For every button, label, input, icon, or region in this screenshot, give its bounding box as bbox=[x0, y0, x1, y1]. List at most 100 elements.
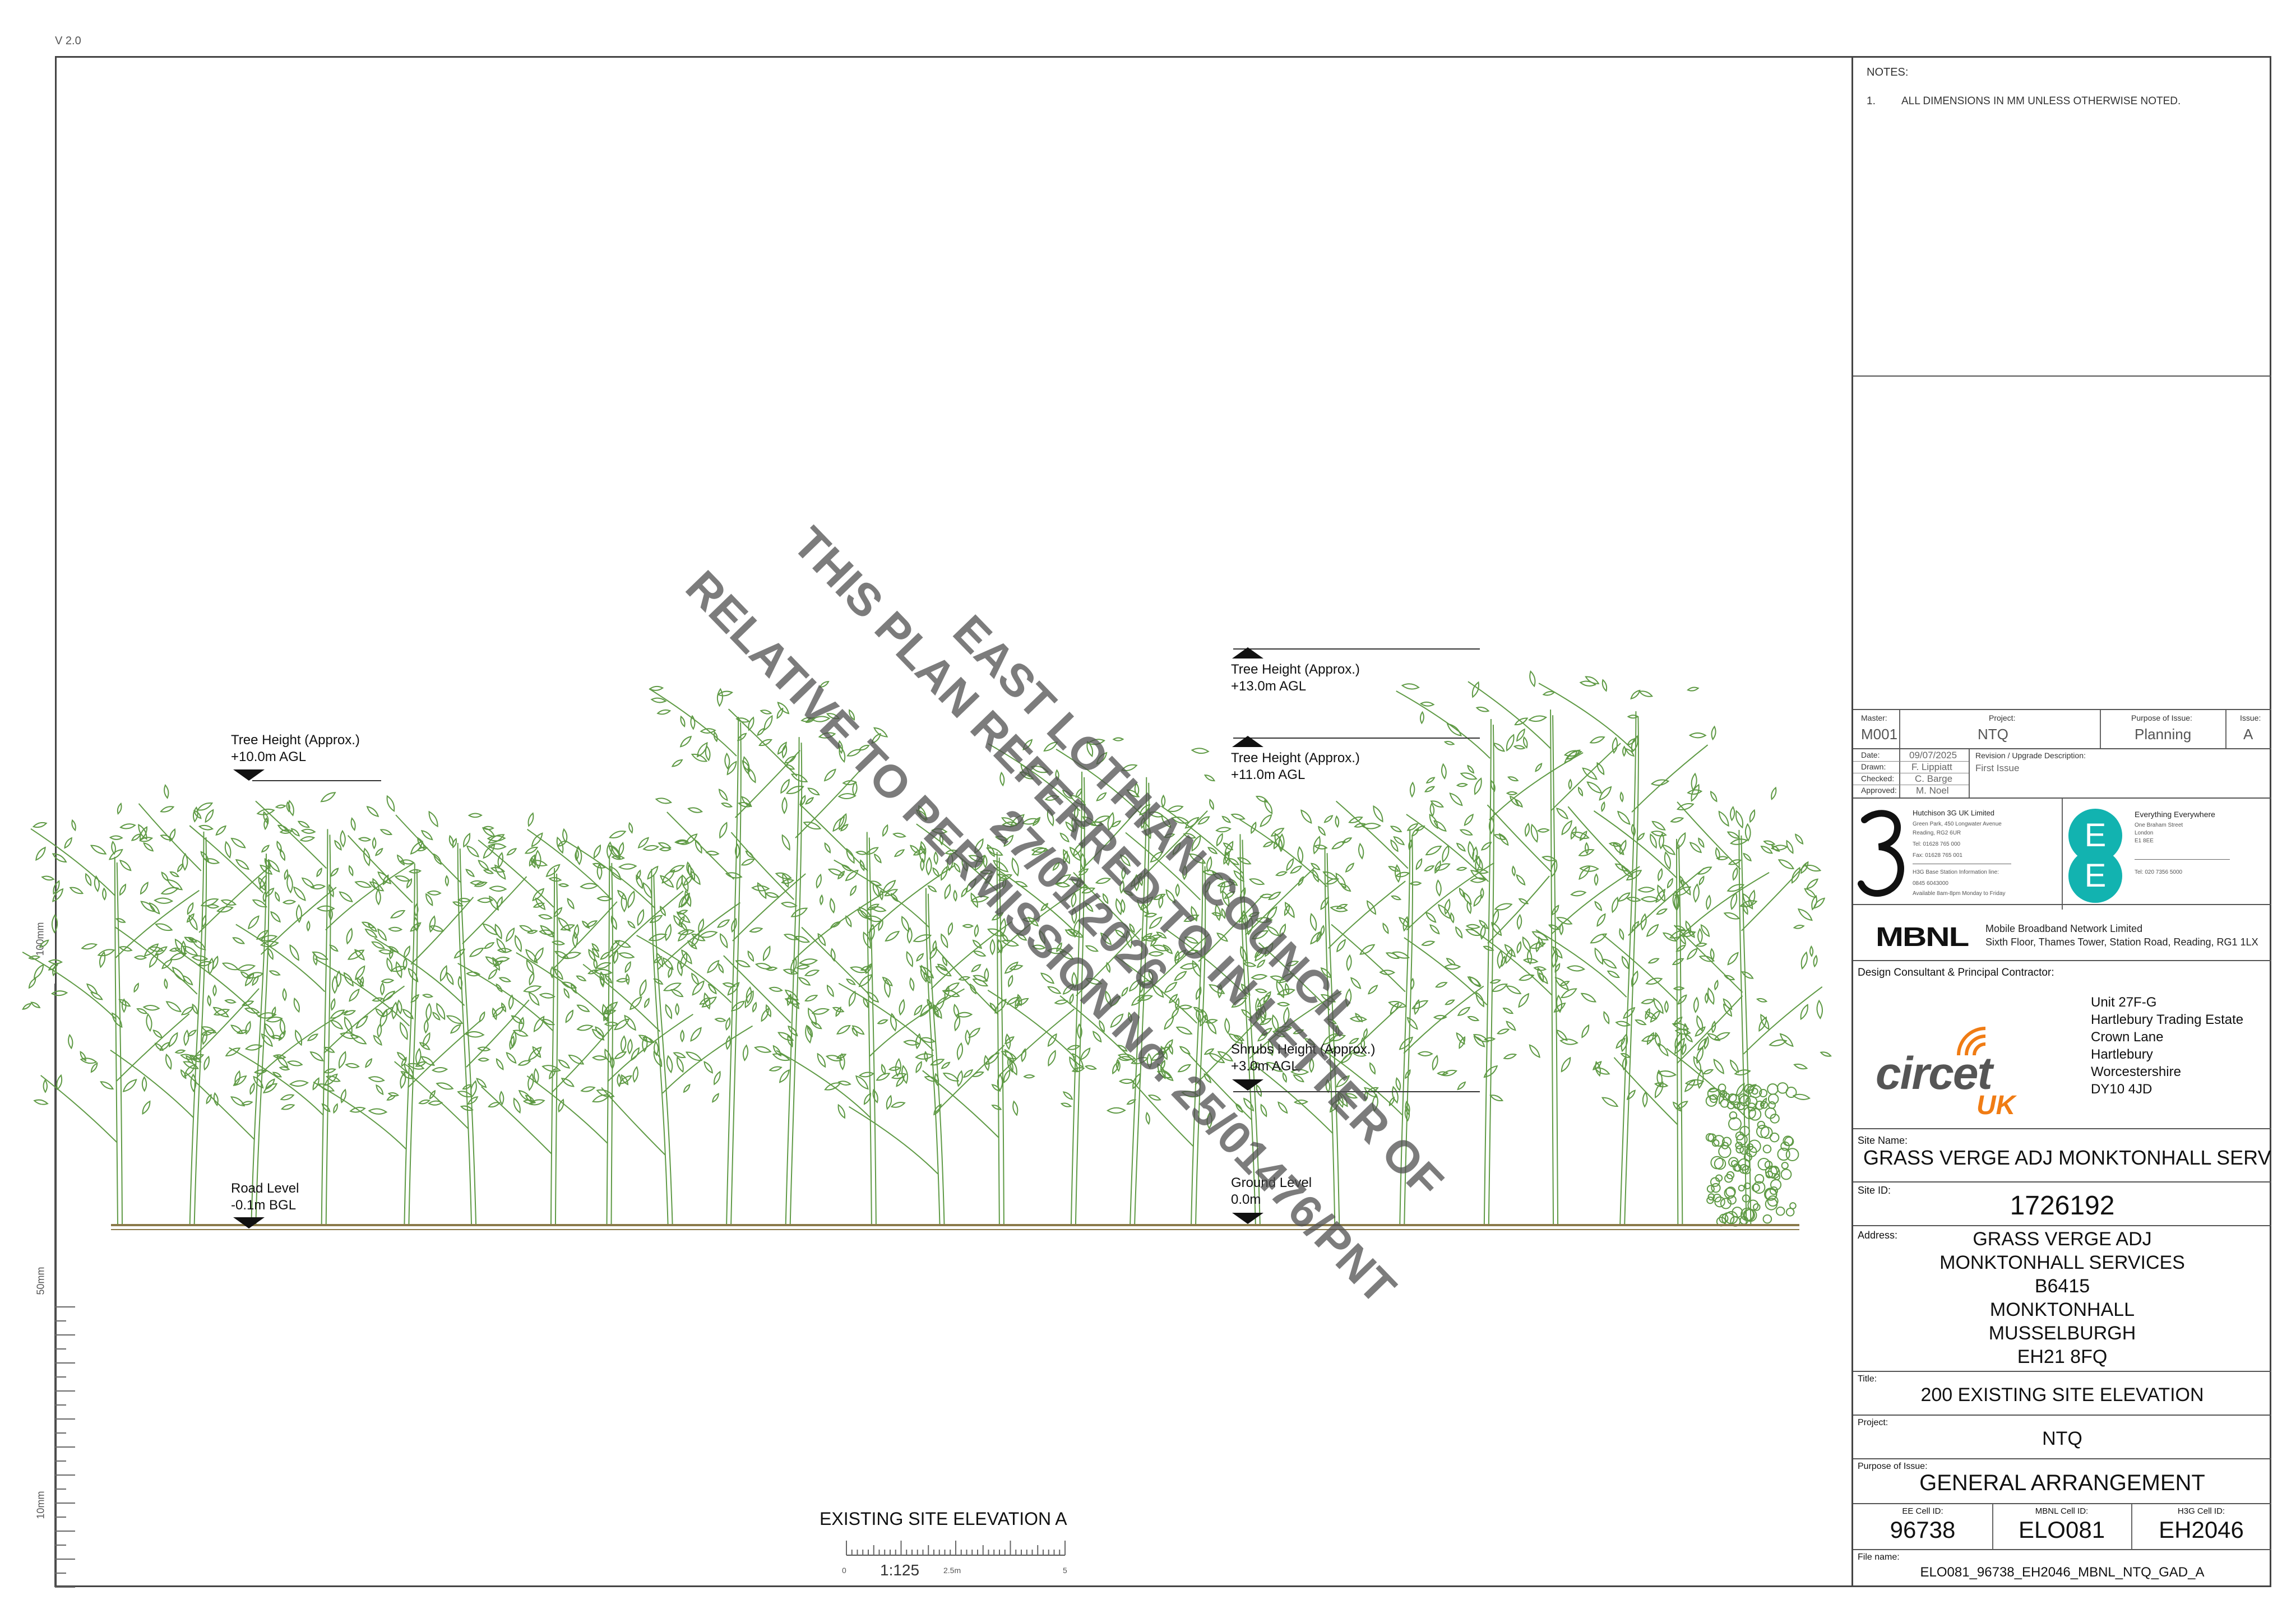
ee-address-1: One Braham Street bbox=[2135, 822, 2183, 828]
file-name-row: File name: ELO081_96738_EH2046_MBNL_NTQ_… bbox=[1853, 1549, 2271, 1587]
ee-name: Everything Everywhere bbox=[2135, 810, 2215, 819]
address-lines: GRASS VERGE ADJ MONKTONHALL SERVICES B64… bbox=[1939, 1228, 2185, 1367]
purpose-value: Planning bbox=[2135, 726, 2192, 743]
ground-level-marker bbox=[1232, 1213, 1263, 1224]
three-logo-icon bbox=[1858, 810, 1904, 897]
ee-cell-value: 96738 bbox=[1890, 1517, 1956, 1543]
date-value: 09/07/2025 bbox=[1909, 750, 1957, 761]
issue-label: Issue: bbox=[2240, 713, 2261, 722]
issue-value: A bbox=[2243, 726, 2253, 743]
title-block: NOTES: 1. ALL DIMENSIONS IN MM UNLESS OT… bbox=[1851, 56, 2271, 1587]
purpose2-label: Purpose of Issue: bbox=[1858, 1462, 1928, 1471]
tree-11-marker bbox=[1232, 736, 1263, 747]
ee-cell-label: EE Cell ID: bbox=[1902, 1506, 1943, 1516]
master-row: Master: M001 Project: NTQ Purpose of Iss… bbox=[1853, 709, 2271, 748]
approved-label: Approved: bbox=[1861, 786, 1897, 795]
checked-value: C. Barge bbox=[1915, 773, 1953, 784]
purpose-label: Purpose of Issue: bbox=[2131, 713, 2192, 722]
site-elevation-drawing bbox=[22, 648, 1832, 1230]
site-id-row: Site ID: 1726192 bbox=[1853, 1181, 2271, 1225]
title-row: Title: 200 EXISTING SITE ELEVATION bbox=[1853, 1371, 2271, 1415]
note-1-number: 1. bbox=[1867, 95, 1876, 107]
site-name-row: Site Name: GRASS VERGE ADJ MONKTONHALL S… bbox=[1853, 1128, 2271, 1181]
checked-label: Checked: bbox=[1861, 774, 1895, 783]
scale-tick-5: 5 bbox=[1063, 1566, 1067, 1575]
file-name-label: File name: bbox=[1858, 1552, 1900, 1562]
shrubs-marker bbox=[1232, 1079, 1263, 1091]
scale-bar bbox=[846, 1541, 1066, 1556]
h3g-address-2: Reading, RG2 6UR bbox=[1913, 830, 1961, 836]
tree-13-marker bbox=[1232, 647, 1263, 659]
road-level-marker bbox=[233, 1217, 265, 1228]
site-id-label: Site ID: bbox=[1858, 1185, 1891, 1196]
h3g-name: Hutchison 3G UK Limited bbox=[1913, 809, 1994, 817]
tree-left-label: Tree Height (Approx.)+10.0m AGL bbox=[231, 732, 360, 764]
site-name-value: GRASS VERGE ADJ MONKTONHALL SERV bbox=[1863, 1146, 2271, 1169]
revision-value: First Issue bbox=[1975, 763, 2020, 773]
mbnl-logo: MBNL bbox=[1876, 921, 1969, 952]
notes-divider bbox=[1853, 375, 2271, 377]
mbnl-row: MBNL Mobile Broadband Network Limited Si… bbox=[1853, 904, 2271, 960]
file-name-value: ELO081_96738_EH2046_MBNL_NTQ_GAD_A bbox=[1920, 1565, 2205, 1580]
scale-tick-2-5m: 2.5m bbox=[943, 1566, 961, 1575]
tree-left-marker bbox=[233, 769, 265, 781]
ee-tel: Tel: 020 7356 5000 bbox=[2135, 869, 2183, 875]
date-label: Date: bbox=[1861, 750, 1880, 759]
project2-label: Project: bbox=[1858, 1418, 1888, 1427]
master-label: Master: bbox=[1861, 713, 1887, 722]
purpose-row: Purpose of Issue: GENERAL ARRANGEMENT bbox=[1853, 1458, 2271, 1503]
title-label: Title: bbox=[1858, 1374, 1877, 1384]
road-level-label: Road Level-0.1m BGL bbox=[231, 1181, 299, 1213]
h3g-fax: Fax: 01628 765 001 bbox=[1913, 852, 1962, 859]
scale-tick-0: 0 bbox=[842, 1566, 846, 1575]
revision-label: Revision / Upgrade Description: bbox=[1975, 751, 2086, 760]
project-value: NTQ bbox=[1978, 726, 2008, 743]
scale-ratio: 1:125 bbox=[880, 1561, 920, 1579]
h3g-info: H3G Base Station Information line: bbox=[1913, 869, 1999, 875]
h3g-info-tel: 0845 6043000 bbox=[1913, 880, 1948, 887]
h3g-tel: Tel: 01628 765 000 bbox=[1913, 841, 1961, 847]
cell-ids-row: EE Cell ID: 96738 MBNL Cell ID: ELO081 H… bbox=[1853, 1503, 2271, 1549]
master-value: M001 bbox=[1861, 726, 1898, 743]
circet-address: Unit 27F-G Hartlebury Trading Estate Cro… bbox=[2091, 995, 2244, 1097]
project-row: Project: NTQ bbox=[1853, 1415, 2271, 1458]
version-label: V 2.0 bbox=[55, 35, 81, 47]
shrubs-label: Shrubs Height (Approx.)+3.0m AGL bbox=[1231, 1042, 1376, 1074]
h3g-hours: Available 8am-8pm Monday to Friday bbox=[1913, 891, 2006, 897]
mbnl-name: Mobile Broadband Network Limited bbox=[1985, 923, 2143, 934]
drawn-value: F. Lippiatt bbox=[1911, 762, 1952, 772]
ee-logo-icon: E E bbox=[2068, 809, 2122, 903]
site-id-value: 1726192 bbox=[2010, 1191, 2115, 1221]
tree-canopy bbox=[22, 670, 1832, 1227]
h3g-cell-value: EH2046 bbox=[2159, 1517, 2244, 1543]
consultant-label: Design Consultant & Principal Contractor… bbox=[1858, 967, 2054, 979]
tree-13-label: Tree Height (Approx.)+13.0m AGL bbox=[1231, 662, 1360, 694]
ee-address-3: E1 8EE bbox=[2135, 838, 2154, 844]
elevation-title: EXISTING SITE ELEVATION A bbox=[820, 1509, 1067, 1529]
operators-row: Hutchison 3G UK Limited Green Park, 450 … bbox=[1853, 797, 2271, 910]
project2-value: NTQ bbox=[2042, 1428, 2082, 1449]
mbnl-cell-label: MBNL Cell ID: bbox=[2035, 1506, 2089, 1516]
mbnl-address: Sixth Floor, Thames Tower, Station Road,… bbox=[1985, 936, 2258, 948]
address-label: Address: bbox=[1858, 1230, 1898, 1241]
project-label: Project: bbox=[1989, 713, 2016, 722]
h3g-cell-label: H3G Cell ID: bbox=[2177, 1506, 2225, 1516]
tree-11-label: Tree Height (Approx.)+11.0m AGL bbox=[1231, 750, 1360, 782]
address-row: Address: GRASS VERGE ADJ MONKTONHALL SER… bbox=[1853, 1225, 2271, 1371]
revision-row: Date: 09/07/2025 Drawn: F. Lippiatt Chec… bbox=[1853, 748, 2271, 797]
drawn-label: Drawn: bbox=[1861, 762, 1886, 771]
note-1-text: ALL DIMENSIONS IN MM UNLESS OTHERWISE NO… bbox=[1901, 95, 2181, 107]
purpose2-value: GENERAL ARRANGEMENT bbox=[1919, 1471, 2205, 1495]
consultant-row: Design Consultant & Principal Contractor… bbox=[1853, 960, 2271, 1128]
site-name-label: Site Name: bbox=[1858, 1135, 1908, 1146]
mbnl-cell-value: ELO081 bbox=[2018, 1517, 2105, 1543]
ee-address-2: London bbox=[2135, 830, 2154, 836]
notes-heading: NOTES: bbox=[1867, 66, 1909, 78]
h3g-address-1: Green Park, 450 Longwater Avenue bbox=[1913, 821, 2002, 827]
drawing-frame bbox=[55, 56, 2271, 1587]
title-value: 200 EXISTING SITE ELEVATION bbox=[1920, 1384, 2204, 1406]
circet-logo-icon: circet UK bbox=[1876, 1023, 2044, 1120]
approved-value: M. Noel bbox=[1916, 785, 1949, 796]
left-scale-ruler: 100mm 50mm 10mm bbox=[35, 922, 75, 1588]
